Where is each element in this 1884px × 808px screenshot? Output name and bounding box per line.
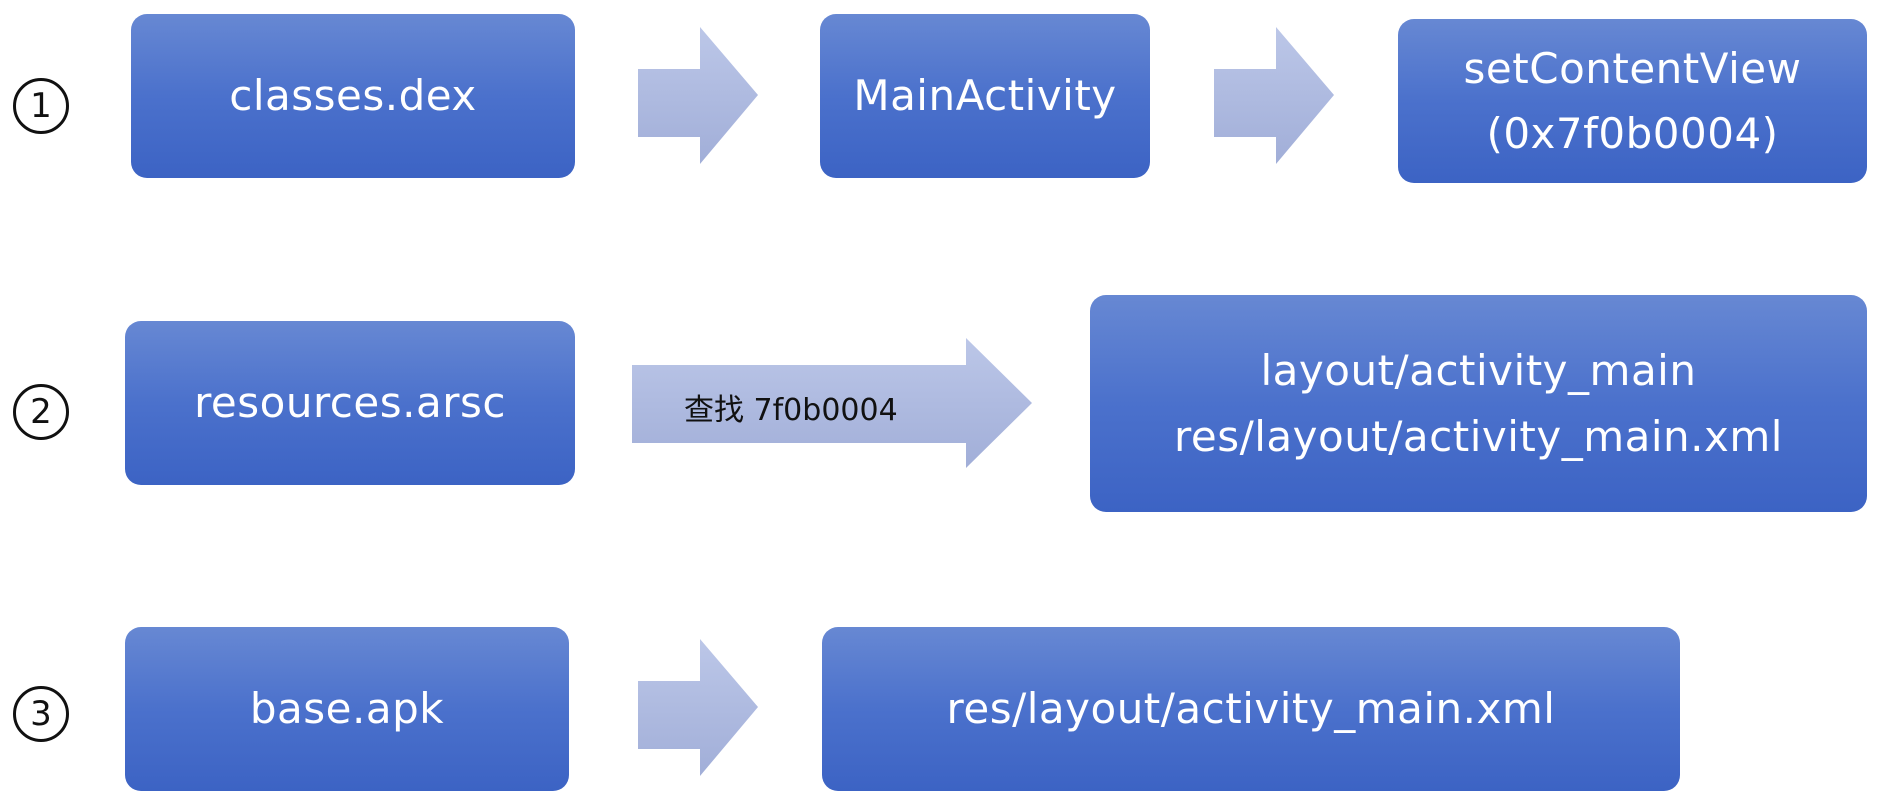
step-number-2-label: 2 (30, 392, 52, 432)
base-apk-label: base.apk (249, 684, 445, 734)
step-number-1-label: 1 (30, 86, 52, 126)
step-number-2: 2 (13, 384, 69, 440)
step-number-3: 3 (13, 686, 69, 742)
arrow-1a (638, 27, 758, 164)
step-number-3-label: 3 (30, 694, 52, 734)
layout-resource-line-2: res/layout/activity_main.xml (1174, 411, 1783, 461)
base-apk-box: base.apk (125, 627, 569, 791)
set-content-view-line-2: (0x7f0b0004) (1486, 109, 1779, 158)
lookup-arrow-label: 查找 7f0b0004 (684, 393, 898, 428)
layout-xml-label: res/layout/activity_main.xml (946, 684, 1556, 734)
lookup-arrow (632, 338, 1032, 468)
main-activity-label: MainActivity (853, 71, 1117, 121)
set-content-view-line-1: setContentView (1463, 43, 1802, 93)
lookup-arrow-shape (632, 338, 1032, 468)
layout-xml-box: res/layout/activity_main.xml (822, 627, 1680, 791)
set-content-view-box: setContentView (0x7f0b0004) (1398, 19, 1867, 183)
resources-arsc-box: resources.arsc (125, 321, 575, 485)
layout-resource-box: layout/activity_main res/layout/activity… (1090, 295, 1867, 512)
arrow-3 (638, 639, 758, 776)
classes-dex-box: classes.dex (131, 14, 575, 178)
arrow-1b (1214, 27, 1334, 164)
step-number-1: 1 (13, 78, 69, 134)
classes-dex-label: classes.dex (229, 71, 477, 121)
arrow-1b-shape (1214, 27, 1334, 164)
arrow-1a-shape (638, 27, 758, 164)
layout-resource-line-1: layout/activity_main (1260, 346, 1697, 396)
main-activity-box: MainActivity (820, 14, 1150, 178)
arrow-3-shape (638, 639, 758, 776)
resources-arsc-label: resources.arsc (194, 378, 506, 428)
